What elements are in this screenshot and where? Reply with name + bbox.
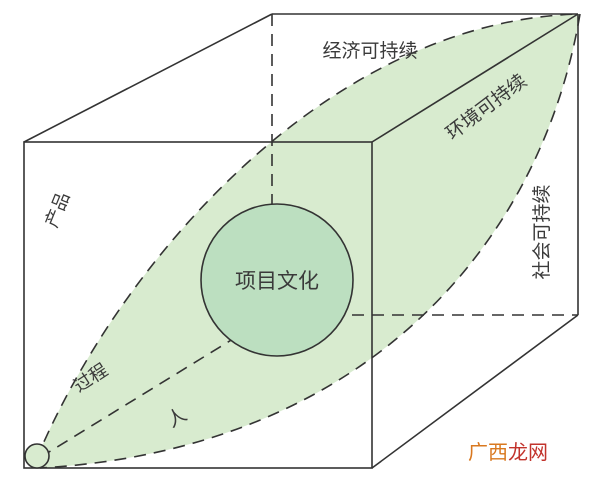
origin-marker	[24, 443, 50, 469]
top-right-edge	[371, 13, 579, 143]
watermark-part2: 龙网	[508, 440, 548, 464]
top-left-edge	[23, 13, 273, 143]
watermark-part1: 广西	[468, 440, 508, 464]
watermark: 广西龙网	[468, 440, 548, 464]
social-sustainability-label: 社会可持续	[531, 184, 553, 279]
economic-sustainability-label: 经济可持续	[322, 40, 417, 62]
lens-outline	[35, 13, 581, 469]
project-culture-circle	[200, 203, 354, 357]
front-face	[23, 141, 373, 469]
bottom-right-edge	[371, 314, 579, 469]
product-label: 产品	[41, 189, 74, 230]
project-culture-label: 项目文化	[235, 269, 319, 293]
visible-edges	[23, 13, 579, 469]
